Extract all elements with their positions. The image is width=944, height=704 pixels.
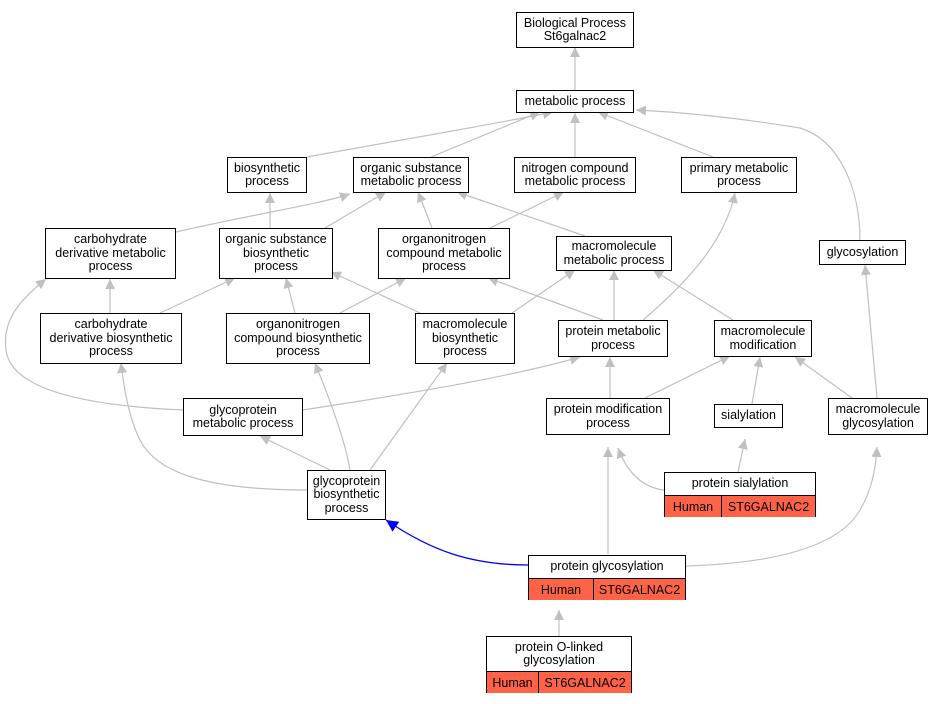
edge [642,192,738,321]
node-title: protein glycosylation [529,556,685,579]
node-metabolic-process[interactable]: metabolic process [516,90,634,113]
edge [430,111,541,158]
node-biosynthetic-process[interactable]: biosynthetic process [227,157,307,193]
species-cell: Human [487,672,538,693]
edge [456,190,586,237]
edge [487,276,604,321]
edge [616,447,665,491]
edge [330,271,421,314]
node-carbohydrate-derivative-metabolic-process[interactable]: carbohydrate derivative metabolic proces… [45,228,176,279]
edge [751,356,764,405]
node-macromolecule-metabolic-process[interactable]: macromolecule metabolic process [556,236,672,271]
edge [339,277,407,314]
edge [283,277,296,314]
species-cell: Human [529,579,593,600]
node-protein-o-linked-glycosylation[interactable]: protein O-linked glycosylation Human ST6… [486,636,632,693]
node-title: protein O-linked glycosylation [487,637,631,672]
node-organic-substance-biosynthetic-process[interactable]: organic substance biosynthetic process [219,228,333,279]
edge [511,269,576,314]
node-protein-metabolic-process[interactable]: protein metabolic process [558,320,668,357]
edge [794,356,853,399]
node-organonitrogen-compound-metabolic-process[interactable]: organonitrogen compound metabolic proces… [378,228,510,279]
node-protein-glycosylation[interactable]: protein glycosylation Human ST6GALNAC2 [528,555,686,600]
highlight-edge [385,519,529,566]
gene-cell[interactable]: ST6GALNAC2 [593,579,685,600]
node-nitrogen-compound-metabolic-process[interactable]: nitrogen compound metabolic process [514,157,636,193]
edge [644,355,731,399]
edge [685,446,882,567]
edge [369,362,448,471]
node-carbohydrate-derivative-biosynthetic-process[interactable]: carbohydrate derivative biosynthetic pro… [40,313,182,364]
edge [489,191,565,229]
edge [175,192,351,233]
edge [314,362,351,471]
node-macromolecule-glycosylation[interactable]: macromolecule glycosylation [828,398,928,435]
node-glycoprotein-metabolic-process[interactable]: glycoprotein metabolic process [183,398,303,436]
node-glycosylation[interactable]: glycosylation [819,240,906,265]
edge [302,354,581,411]
node-organonitrogen-compound-biosynthetic-process[interactable]: organonitrogen compound biosynthetic pro… [226,313,370,364]
edge [416,191,433,229]
edge [259,435,331,471]
gene-cell[interactable]: ST6GALNAC2 [721,496,815,517]
node-primary-metabolic-process[interactable]: primary metabolic process [681,157,797,193]
edge [597,110,714,158]
edge [635,105,861,241]
edge [117,362,308,491]
edge [159,277,236,314]
edge [652,269,734,321]
node-title: protein sialylation [665,473,815,496]
node-protein-sialylation[interactable]: protein sialylation Human ST6GALNAC2 [664,472,816,517]
edge [860,264,878,399]
edge [4,278,184,411]
edge [324,191,387,229]
node-glycoprotein-biosynthetic-process[interactable]: glycoprotein biosynthetic process [307,470,386,520]
gene-cell[interactable]: ST6GALNAC2 [538,672,631,693]
species-cell: Human [665,496,721,517]
node-biological-process[interactable]: Biological Process St6galnac2 [516,12,634,48]
edge [737,438,748,473]
node-macromolecule-biosynthetic-process[interactable]: macromolecule biosynthetic process [415,313,515,364]
node-sialylation[interactable]: sialylation [714,404,783,428]
node-protein-modification-process[interactable]: protein modification process [546,398,670,435]
node-macromolecule-modification[interactable]: macromolecule modification [714,320,812,357]
node-organic-substance-metabolic-process[interactable]: organic substance metabolic process [353,157,469,193]
edge [306,109,554,158]
